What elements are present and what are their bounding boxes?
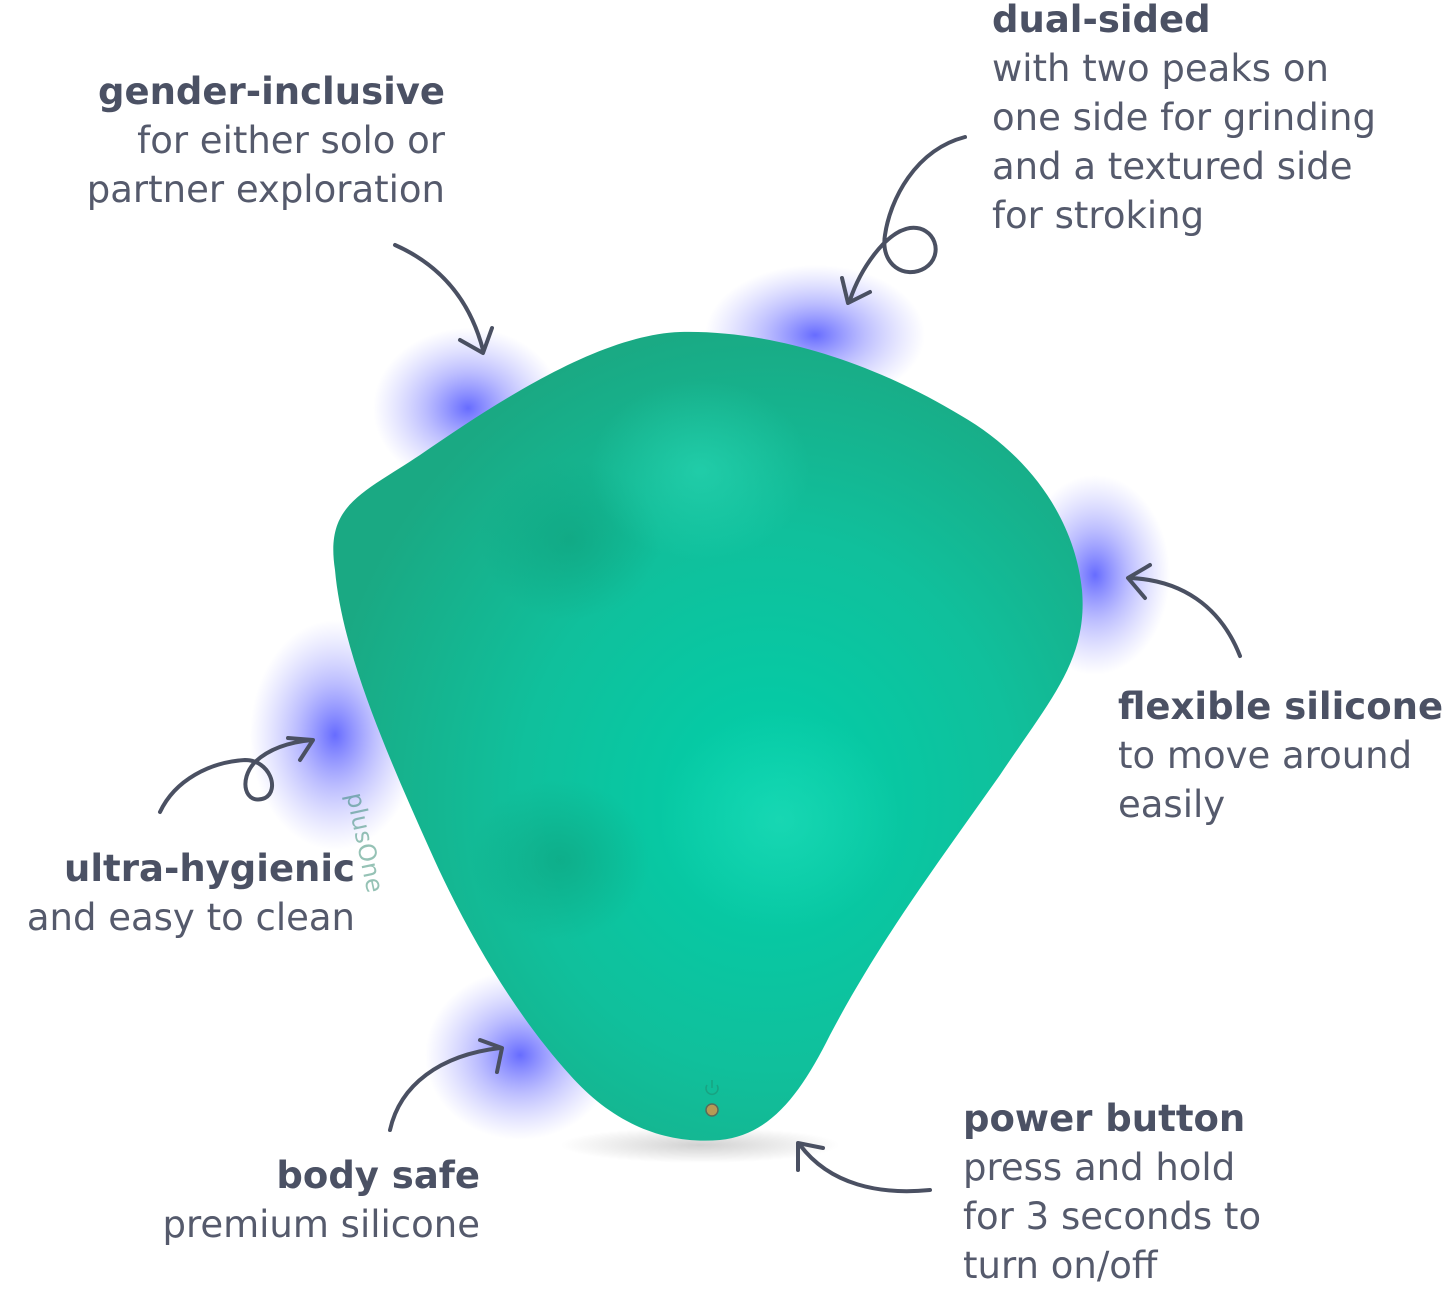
callout-description: premium silicone [162,1203,480,1246]
peak-shade-lower [470,780,650,940]
callout-gender-inclusive: gender-inclusive for either solo or part… [87,68,445,214]
callout-description: with two peaks on one side for grinding … [992,47,1376,237]
callout-dual-sided: dual-sided with two peaks on one side fo… [992,0,1376,240]
peak-light-upper [590,380,810,560]
callout-description: for either solo or partner exploration [86,119,445,211]
callout-title: dual-sided [992,0,1211,41]
callout-title: ultra-hygienic [64,847,355,890]
callout-description: and easy to clean [26,896,355,939]
callout-title: power button [963,1097,1246,1140]
callout-title: body safe [276,1154,480,1197]
power-button-graphic [705,1103,719,1117]
callout-power-button: power button press and hold for 3 second… [963,1095,1261,1290]
callout-ultra-hygienic: ultra-hygienic and easy to clean [27,845,355,942]
callout-flexible-silicone: flexible silicone to move around easily [1118,683,1443,829]
callout-title: gender-inclusive [97,70,445,113]
peak-light-lower [660,710,900,930]
arrow-power-button [796,1141,932,1194]
callout-description: press and hold for 3 seconds to turn on/… [963,1146,1262,1287]
arrow-ultra-hygienic [158,736,315,814]
callout-title: flexible silicone [1118,685,1444,728]
callout-body-safe: body safe premium silicone [162,1152,480,1249]
callout-description: to move around easily [1118,734,1413,826]
arrow-dual-sided [840,135,967,305]
product-shadow [560,1127,840,1163]
arrow-gender-inclusive [393,243,494,355]
arrow-flexible-silicone [1126,563,1242,658]
arrow-body-safe [388,1038,504,1132]
power-button-symbol [705,1080,719,1095]
